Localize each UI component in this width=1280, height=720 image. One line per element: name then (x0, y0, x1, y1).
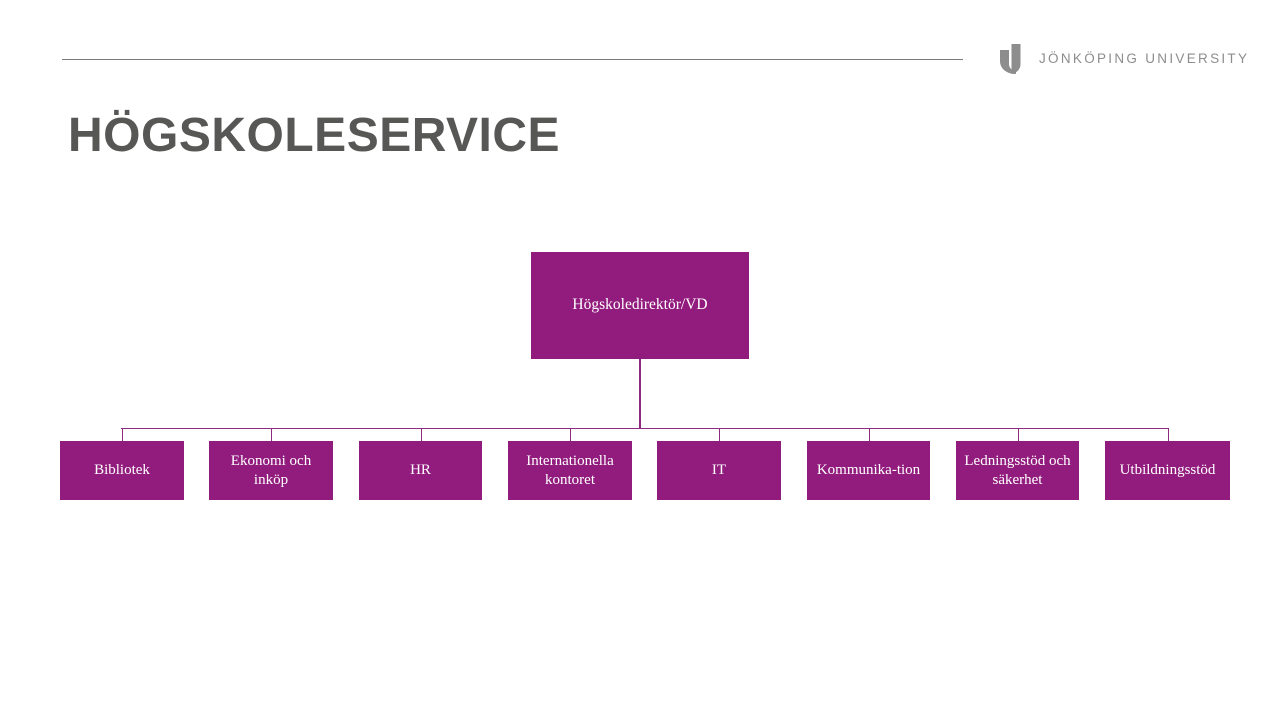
org-node-root[interactable]: Högskoledirektör/VD (531, 252, 749, 359)
brand-name: JÖNKÖPING UNIVERSITY (1039, 51, 1250, 67)
connector-drop (421, 428, 422, 441)
page-title: HÖGSKOLESERVICE (68, 109, 561, 162)
org-node-leaf[interactable]: Internationella kontoret (508, 441, 632, 500)
connector-trunk (639, 359, 641, 429)
connector-drop (271, 428, 272, 441)
brand-logo: JÖNKÖPING UNIVERSITY (1000, 44, 1249, 74)
connector-drop (1018, 428, 1019, 441)
connector-drop (869, 428, 870, 441)
connector-drop (570, 428, 571, 441)
connector-drop (719, 428, 720, 441)
connector-bus (121, 428, 1169, 429)
org-node-leaf[interactable]: Bibliotek (60, 441, 184, 500)
org-node-leaf[interactable]: Utbildningsstöd (1105, 441, 1230, 500)
ju-shield-icon (1000, 44, 1027, 74)
org-node-leaf[interactable]: IT (657, 441, 781, 500)
org-node-leaf[interactable]: HR (359, 441, 482, 500)
connector-drop (122, 428, 123, 441)
org-node-leaf[interactable]: Ledningsstöd och säkerhet (956, 441, 1079, 500)
header-divider (62, 59, 963, 60)
connector-drop (1168, 428, 1169, 441)
org-node-leaf[interactable]: Kommunika-tion (807, 441, 930, 500)
org-node-leaf[interactable]: Ekonomi och inköp (209, 441, 333, 500)
